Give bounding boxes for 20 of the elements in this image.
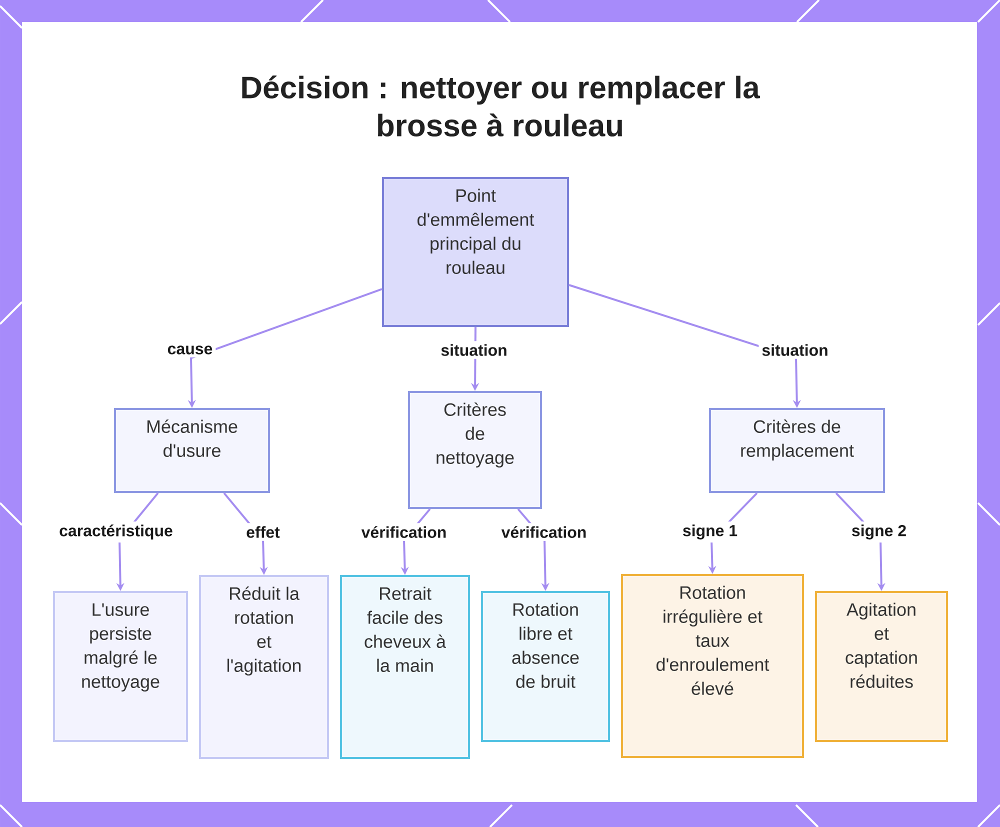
detail-box: Rotation libre et absence de bruit	[481, 591, 610, 742]
category-box: Critères de nettoyage	[408, 391, 542, 509]
edge-label: cause	[164, 342, 216, 358]
topic-box: Point d'emmêlement principal du rouleau	[382, 177, 569, 327]
edge-label: situation	[758, 341, 832, 359]
title: Décision : nettoyer ou remplacer la brosse à rouleau	[242, 75, 760, 137]
category-box: Mécanisme d'usure	[114, 408, 270, 493]
edge-label: situation	[438, 341, 510, 359]
category-box: Critères de remplacement	[709, 408, 885, 493]
edge-label: signe 2	[848, 522, 910, 542]
detail-box: Retrait facile des cheveux à la main	[340, 575, 470, 759]
edge-label: effet	[243, 523, 283, 541]
edge-label: caractéristique	[56, 521, 176, 543]
detail-box: Agitation et captation réduites	[815, 591, 948, 742]
detail-box: Réduit la rotation et l'agitation	[199, 575, 329, 759]
edge-label: signe 1	[679, 522, 741, 542]
detail-box: Rotation irrégulière et taux d'enroulement élevé	[621, 574, 804, 758]
edge-label: vérification	[358, 523, 450, 541]
detail-box: L'usure persiste malgré le nettoyage	[53, 591, 188, 742]
edge-label: vérification	[498, 523, 590, 541]
